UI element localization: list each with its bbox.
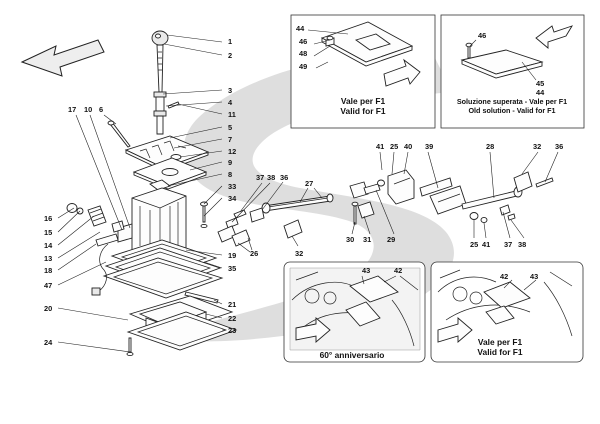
callout-36-left: 36 (280, 173, 288, 182)
callout-37-left: 37 (256, 173, 264, 182)
callout-14: 14 (44, 241, 53, 250)
direction-arrow-icon (20, 39, 105, 77)
inset-box-f1-bottom: Vale per F1 Valid for F1 (430, 261, 584, 363)
callout-45: 45 (536, 79, 544, 88)
box4-caption-en: Valid for F1 (477, 347, 522, 357)
callout-7: 7 (228, 135, 232, 144)
callout-30: 30 (346, 235, 354, 244)
callout-42-box4: 42 (500, 272, 508, 281)
callout-29: 29 (387, 235, 395, 244)
callout-31: 31 (363, 235, 371, 244)
leader-lines (57, 29, 559, 353)
linkage-right (387, 169, 554, 224)
callout-9: 9 (228, 158, 232, 167)
callout-43-box4: 43 (530, 272, 538, 281)
callout-39: 39 (425, 142, 433, 151)
callout-23: 23 (228, 326, 236, 335)
callout-4: 4 (228, 98, 233, 107)
callout-19: 19 (228, 251, 236, 260)
callout-8: 8 (228, 170, 232, 179)
callout-32-right: 32 (533, 142, 541, 151)
callout-42-box3: 42 (394, 266, 402, 275)
box2-caption-en: Old solution - Valid for F1 (468, 106, 555, 115)
bracket-40 (387, 169, 415, 205)
inset-box-old-solution: Soluzione superata - Vale per F1 Old sol… (440, 14, 585, 129)
inset-box-f1: Vale per F1 Valid for F1 (290, 14, 436, 129)
callout-25-bottom: 25 (470, 240, 478, 249)
callout-18: 18 (44, 266, 52, 275)
callout-12: 12 (228, 147, 236, 156)
callout-labels: 1 2 3 4 11 5 7 12 9 8 33 34 19 35 21 22 … (44, 24, 563, 347)
linkage-center (217, 179, 385, 247)
callout-21: 21 (228, 300, 236, 309)
callout-16: 16 (44, 214, 52, 223)
callout-11: 11 (228, 110, 236, 119)
rod-28 (461, 189, 522, 210)
box1-caption-en: Valid for F1 (340, 106, 385, 116)
callout-48: 48 (299, 49, 307, 58)
callout-13: 13 (44, 254, 52, 263)
callout-3: 3 (228, 86, 232, 95)
callout-34: 34 (228, 194, 237, 203)
shift-knob (151, 30, 169, 46)
callout-46-box1: 46 (299, 37, 307, 46)
callout-22: 22 (228, 314, 236, 323)
callout-24: 24 (44, 338, 53, 347)
box2-caption-it: Soluzione superata - Vale per F1 (457, 97, 567, 106)
callout-10: 10 (84, 105, 92, 114)
box1-caption-it: Vale per F1 (341, 96, 386, 106)
callout-44-box2: 44 (536, 88, 545, 97)
callout-35: 35 (228, 264, 236, 273)
box3-caption: 60° anniversario (320, 350, 385, 360)
callout-15: 15 (44, 228, 52, 237)
callout-5: 5 (228, 123, 232, 132)
callout-6: 6 (99, 105, 103, 114)
inset-box-60th-anniversary: 60° anniversario (283, 261, 426, 363)
gear-lever-assembly (66, 30, 238, 357)
callout-28: 28 (486, 142, 494, 151)
callout-37-right: 37 (504, 240, 512, 249)
callout-36-right: 36 (555, 142, 563, 151)
callout-27: 27 (305, 179, 313, 188)
callout-20: 20 (44, 304, 52, 313)
callout-43-box3: 43 (362, 266, 370, 275)
callout-38-left: 38 (267, 173, 275, 182)
callout-26: 26 (250, 249, 258, 258)
box4-caption-it: Vale per F1 (478, 337, 523, 347)
callout-49: 49 (299, 62, 307, 71)
callout-33: 33 (228, 182, 236, 191)
callout-41-bottom: 41 (482, 240, 490, 249)
callout-25-top: 25 (390, 142, 398, 151)
callout-32-left: 32 (295, 249, 303, 258)
callout-47: 47 (44, 281, 52, 290)
callout-1: 1 (228, 37, 232, 46)
callout-41-top: 41 (376, 142, 384, 151)
callout-38-right: 38 (518, 240, 526, 249)
callout-2: 2 (228, 51, 232, 60)
callout-46-box2: 46 (478, 31, 486, 40)
callout-40: 40 (404, 142, 412, 151)
callout-44: 44 (296, 24, 305, 33)
callout-17: 17 (68, 105, 76, 114)
